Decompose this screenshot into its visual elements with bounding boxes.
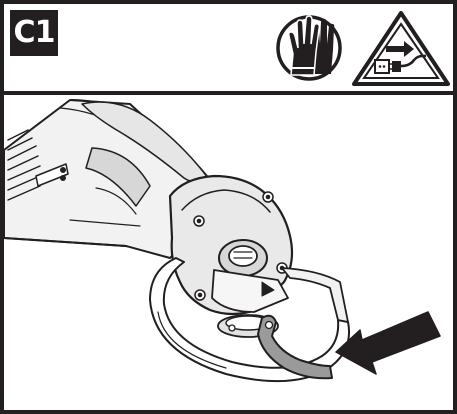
guard-release-lever <box>257 314 333 380</box>
unplug-warning-icon <box>352 11 450 86</box>
motor-vents <box>7 129 41 201</box>
gloves-icon <box>276 15 342 81</box>
grinder-motor-housing <box>3 99 227 259</box>
angle-grinder-illustration <box>3 99 350 383</box>
wheel-guard <box>149 257 350 383</box>
step-label: C1 <box>10 10 58 56</box>
grinder-gear-head <box>168 174 294 316</box>
direction-arrow <box>335 311 441 375</box>
